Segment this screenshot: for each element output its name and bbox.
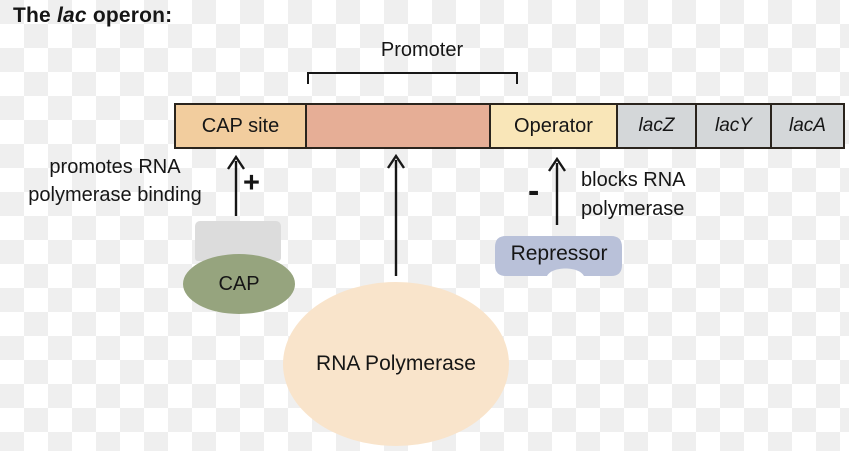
promoter-label: Promoter	[380, 39, 464, 61]
diagram-title: The lac operon:	[13, 4, 172, 28]
blocks-annotation: blocks RNA polymerase	[581, 166, 685, 224]
laca-label: lacA	[789, 115, 826, 136]
cap-site-label: CAP site	[201, 114, 280, 137]
cap-label: CAP	[218, 272, 260, 295]
rna-polymerase-label: RNA Polymerase	[316, 352, 476, 375]
lacy-label: lacY	[715, 115, 752, 136]
blocks-line1: blocks RNA	[581, 169, 686, 191]
operator-label: Operator	[514, 114, 593, 137]
dna-segment-operator: Operator	[489, 105, 616, 147]
dna-segment-cap-site: CAP site	[176, 105, 305, 147]
title-suffix: operon:	[86, 4, 173, 27]
title-gene-name: lac	[56, 4, 87, 27]
repressor-arrow-icon	[548, 156, 566, 225]
repressor-label: Repressor	[510, 242, 608, 265]
promoter-bracket-icon	[307, 72, 518, 84]
cap-activation-arrow-icon	[227, 154, 245, 216]
minus-sign: -	[528, 172, 540, 210]
title-prefix: The	[13, 4, 57, 27]
dna-bar: CAP site Operator lacZ lacY lacA	[174, 103, 845, 149]
lacz-label: lacZ	[638, 115, 675, 136]
blocks-line2: polymerase	[581, 198, 685, 220]
promotes-line2: polymerase binding	[28, 184, 202, 206]
dna-segment-lacz: lacZ	[616, 105, 695, 147]
promotes-annotation: promotes RNA polymerase binding	[2, 153, 228, 209]
dna-segment-lacy: lacY	[695, 105, 770, 147]
promotes-line1: promotes RNA	[49, 156, 181, 178]
rna-polymerase-ellipse: RNA Polymerase	[283, 282, 509, 446]
plus-sign: +	[243, 167, 260, 199]
dna-segment-laca: lacA	[770, 105, 843, 147]
rna-polymerase-arrow-icon	[387, 153, 405, 276]
cap-protein-ellipse: CAP	[183, 254, 295, 314]
dna-segment-promoter	[305, 105, 489, 147]
